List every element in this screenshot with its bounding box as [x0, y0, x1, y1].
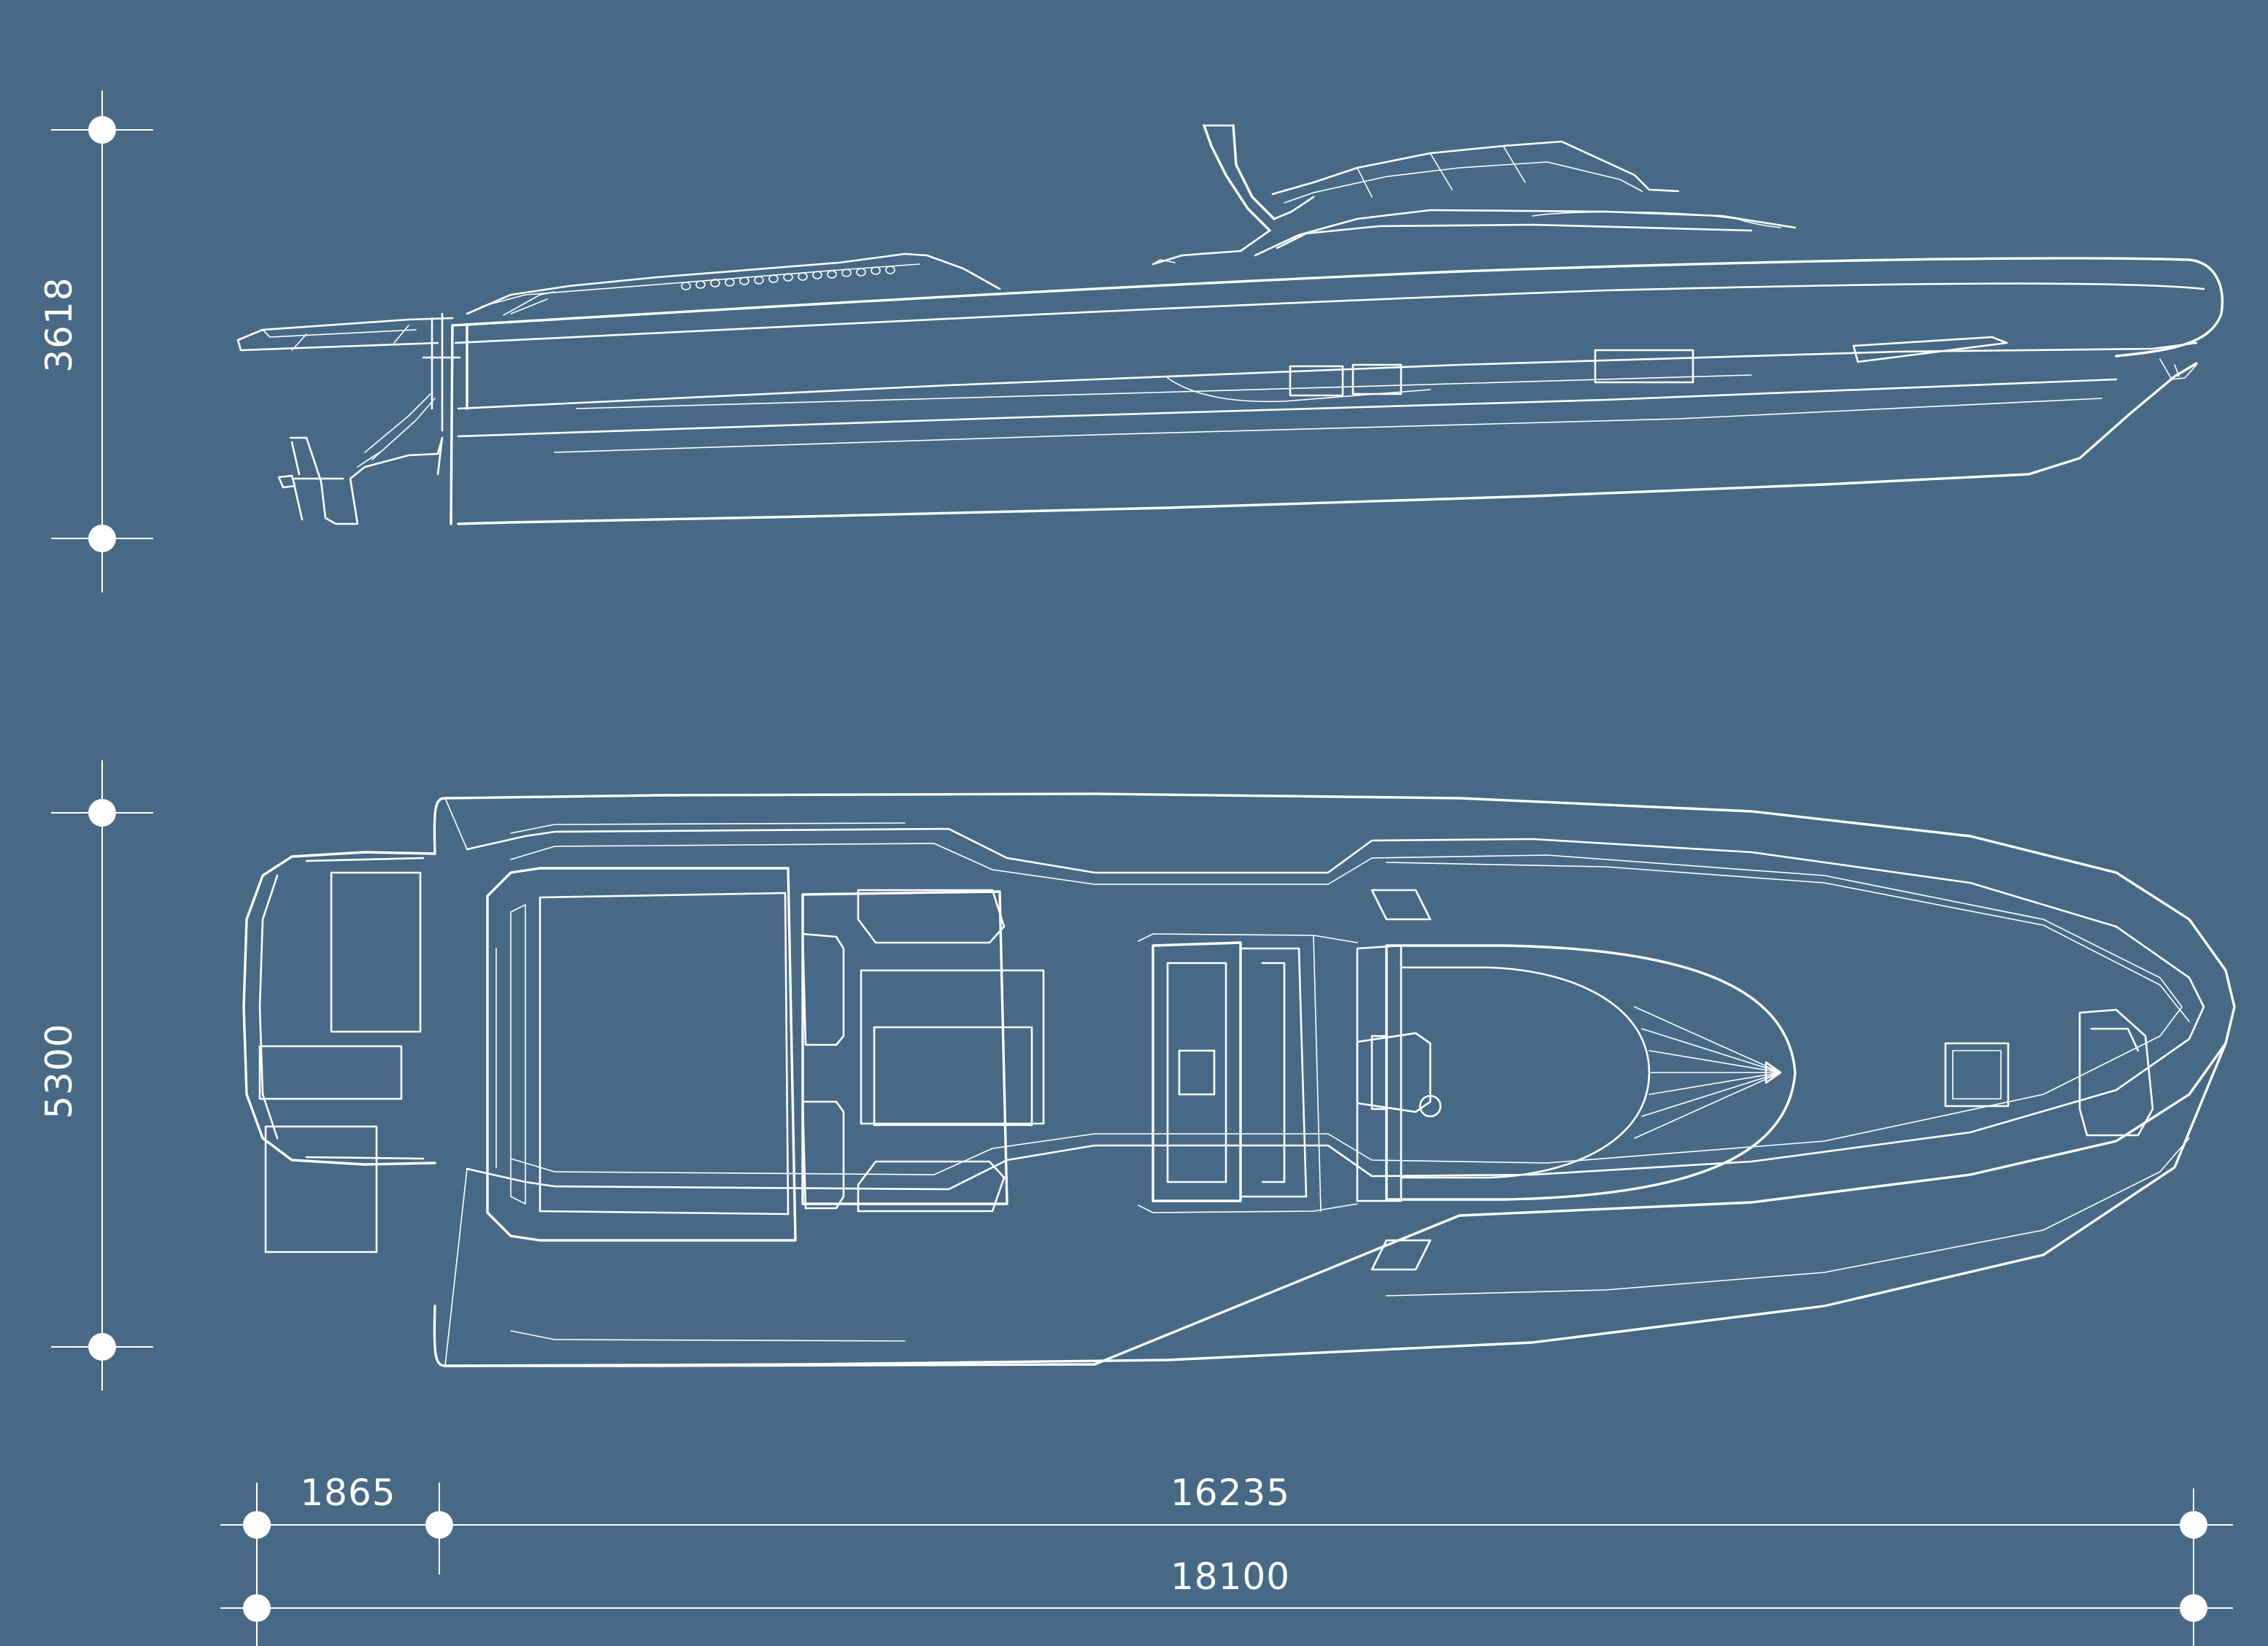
cockpit-seat-top [857, 889, 1006, 944]
cockpit-seat-port-upper [801, 932, 845, 1046]
aft-sunpad [466, 252, 1001, 315]
t-top-arch [1203, 124, 1276, 232]
marker-bow-lower [2180, 1594, 2207, 1622]
height-marker-bottom [88, 525, 116, 552]
transom-step [258, 1045, 403, 1100]
beam-label: 5300 [38, 1023, 80, 1118]
hull-strake-2 [554, 398, 2102, 453]
hull-outline [444, 792, 2236, 1367]
anchor-locker [2078, 1008, 2154, 1137]
height-dimension: 3618 [38, 90, 153, 592]
stern-flares [444, 797, 906, 1367]
windshield [1271, 140, 1680, 196]
bow-anchor [2159, 358, 2197, 380]
helm-seat [1166, 962, 1227, 1183]
marker-stern-lower [243, 1594, 271, 1622]
beam-marker-top [88, 799, 116, 827]
windshield-plan [1138, 933, 1358, 1213]
engine-hatch [330, 871, 422, 1033]
bow-pulpit [1764, 1061, 1782, 1084]
hull-waterline [576, 374, 1752, 409]
transom-steps [422, 312, 461, 432]
t-top-arch-base [1152, 124, 1315, 266]
hull-rubrail [457, 341, 2198, 410]
cockpit-table [873, 1026, 1033, 1127]
aft-sunpad-inner [481, 263, 920, 307]
bow-console [1356, 1032, 1432, 1113]
helm-dash [1356, 944, 1403, 1202]
hull-keel-line [457, 362, 2198, 525]
bow-deck-fan [1634, 1006, 1781, 1139]
helm-wheel-area [1239, 947, 1308, 1198]
height-label: 3618 [38, 277, 80, 372]
beam-marker-bottom [88, 1333, 116, 1361]
cockpit-seat-bottom [857, 1160, 1006, 1213]
gunwale-inner-2 [510, 843, 2183, 1175]
aft-sunbed-frame [486, 867, 797, 1242]
hull-outline-lower [444, 1042, 2227, 1367]
hull-length-label: 16235 [1170, 1472, 1290, 1514]
helm-detail [1152, 211, 1781, 265]
hull-sheer-line [451, 257, 2223, 358]
height-marker-top [88, 116, 116, 144]
helm-console [1152, 941, 1242, 1202]
marker-bow-upper [2180, 1511, 2207, 1539]
side-view [236, 124, 2223, 525]
aft-sunbed-backrest [495, 904, 526, 1205]
drive-leg [289, 436, 444, 525]
side-deck-cleats [1370, 889, 1432, 1271]
swim-platform-plan [242, 851, 436, 1166]
propeller [277, 441, 344, 521]
hull-lower-strake [457, 378, 2118, 438]
bow-cockpit [1385, 944, 1797, 1201]
hull-upper-chine [454, 282, 2205, 344]
length-dimensions: 1865 16235 18100 [220, 1472, 2233, 1646]
hull-window-bow [1852, 336, 2008, 363]
hull-outline-port [433, 797, 447, 1367]
marker-transom [425, 1511, 453, 1539]
swim-platform-plan-inner [258, 857, 425, 1160]
transom [450, 324, 468, 525]
hull-window-1 [1289, 365, 1344, 397]
bow-cockpit-inner [1400, 966, 1651, 1179]
cockpit-frame [801, 890, 1008, 1205]
overall-length-label: 18100 [1170, 1556, 1290, 1598]
trim-ram [357, 393, 436, 468]
aft-deck-hatch [503, 291, 555, 316]
foredeck-hatch-inner [1952, 1050, 2002, 1100]
hull-window-frame [1167, 377, 1431, 403]
foredeck-hatch [1944, 1042, 2010, 1108]
porthole-row [681, 266, 895, 290]
port-rail [1386, 1137, 2190, 1297]
aft-sunbed [539, 892, 790, 1216]
marker-stern-upper [243, 1511, 271, 1539]
beam-dimension: 5300 [38, 760, 153, 1391]
swim-platform-label: 1865 [300, 1472, 396, 1514]
bow-drain [1419, 1094, 1442, 1118]
hull-window-3 [1594, 349, 1694, 384]
gunwale-inner [466, 827, 2205, 1191]
cockpit-seat-port-lower [801, 1100, 845, 1210]
cockpit-table-outer [860, 969, 1045, 1125]
platform-locker [264, 1125, 378, 1253]
cockpit-coaming [1254, 209, 1797, 257]
starboard-rail [1386, 862, 2190, 1022]
top-view [242, 792, 2236, 1367]
swim-platform [236, 317, 454, 352]
windshield-frame [1284, 145, 1643, 204]
swim-platform-detail [262, 325, 417, 351]
